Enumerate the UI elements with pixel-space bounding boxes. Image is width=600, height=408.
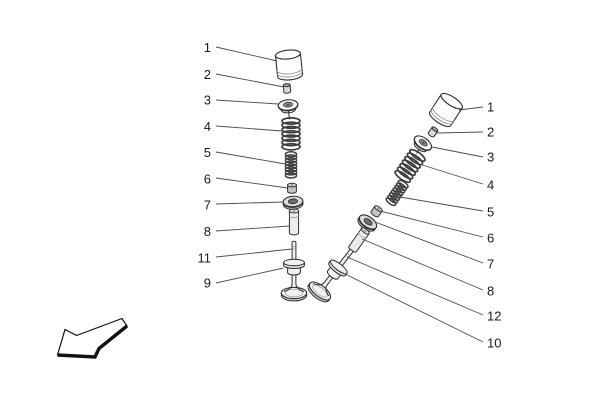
callout-label-3: 3: [487, 150, 494, 165]
spring-coil: [399, 162, 417, 177]
spring-coil: [284, 154, 298, 161]
spring-coil: [284, 166, 298, 173]
callout-label-7: 7: [204, 198, 211, 213]
left-callouts: 1 2 3 4 5 6 7 8 11 9: [198, 40, 293, 291]
leader-line-9: [215, 267, 284, 284]
spring-coil: [281, 129, 301, 138]
spring-coil: [284, 172, 298, 179]
spring-coil: [395, 182, 407, 192]
leader-line-2: [215, 73, 285, 88]
callout-label-6: 6: [204, 172, 211, 187]
inner-spring: [385, 179, 409, 207]
leader-line-4: [215, 125, 283, 132]
callout-label-4: 4: [204, 119, 211, 134]
valve-guide: [288, 208, 300, 236]
callout-label-9: 9: [204, 276, 211, 291]
callout-label-2: 2: [204, 67, 211, 82]
leader-line-7: [374, 221, 484, 264]
leader-line-1: [215, 46, 278, 62]
spring-coil: [284, 160, 298, 167]
leader-line-4: [415, 162, 484, 185]
callout-label-5: 5: [487, 205, 494, 220]
leader-line-11: [215, 248, 293, 258]
leader-line-3: [431, 146, 484, 158]
leader-line-6: [379, 210, 484, 238]
callout-label-6: 6: [487, 231, 494, 246]
spring-coil: [396, 166, 414, 180]
tappet: [274, 48, 304, 82]
leader-line-1: [458, 106, 484, 111]
leader-line-5: [393, 195, 484, 212]
spring-coil: [394, 184, 406, 194]
callout-label-2: 2: [487, 125, 494, 140]
spring-coil: [406, 152, 424, 166]
outer-spring: [281, 117, 301, 151]
spring-seat: [282, 195, 304, 211]
direction-arrow-icon: [56, 317, 129, 359]
leader-line-6: [215, 177, 288, 189]
callout-label-7: 7: [487, 257, 494, 272]
spring-coil: [404, 155, 421, 169]
spring-coil: [401, 159, 419, 173]
callout-label-1: 1: [204, 40, 211, 55]
leader-line-2: [436, 131, 484, 134]
leader-line-10: [338, 270, 484, 343]
callout-label-3: 3: [204, 93, 211, 108]
left-valve-assembly: [274, 48, 308, 302]
leader-line-3: [215, 99, 279, 105]
spring-coil: [281, 138, 301, 147]
spring-coil: [388, 192, 400, 202]
callout-label-10: 10: [487, 336, 501, 351]
valve-cotter: [282, 82, 292, 94]
spring-coil: [387, 194, 399, 204]
leader-line-8: [361, 238, 484, 291]
spring-coil: [284, 163, 298, 170]
leader-line-12: [346, 256, 484, 316]
spring-coil: [397, 179, 409, 189]
outer-spring: [394, 148, 426, 184]
spring-coil: [281, 142, 301, 151]
leader-line-8: [215, 225, 290, 232]
callout-label-1: 1: [487, 100, 494, 115]
callout-label-11: 11: [198, 251, 212, 266]
spring-coil: [385, 197, 397, 207]
callout-label-5: 5: [204, 145, 211, 160]
spring-coil: [281, 125, 301, 134]
leader-line-7: [215, 201, 284, 205]
spring-coil: [284, 151, 298, 158]
spring-coil: [281, 134, 301, 143]
exhaust-valve: [304, 241, 363, 306]
spring-coil: [284, 169, 298, 176]
callout-label-8: 8: [487, 284, 494, 299]
callout-label-12: 12: [487, 309, 501, 324]
leader-line-5: [215, 151, 286, 165]
spring-coil: [409, 148, 426, 162]
spring-coil: [284, 157, 298, 164]
spring-coil: [394, 169, 412, 184]
right-valve-assembly: [304, 90, 466, 306]
valve-stem-seal: [287, 182, 297, 194]
valve-cotter: [427, 125, 440, 139]
spring-coil: [281, 121, 301, 130]
spring-coil: [281, 117, 301, 125]
inner-spring: [284, 151, 298, 179]
callout-label-4: 4: [487, 178, 494, 193]
spring-coil: [392, 187, 404, 197]
callout-label-8: 8: [204, 224, 211, 239]
